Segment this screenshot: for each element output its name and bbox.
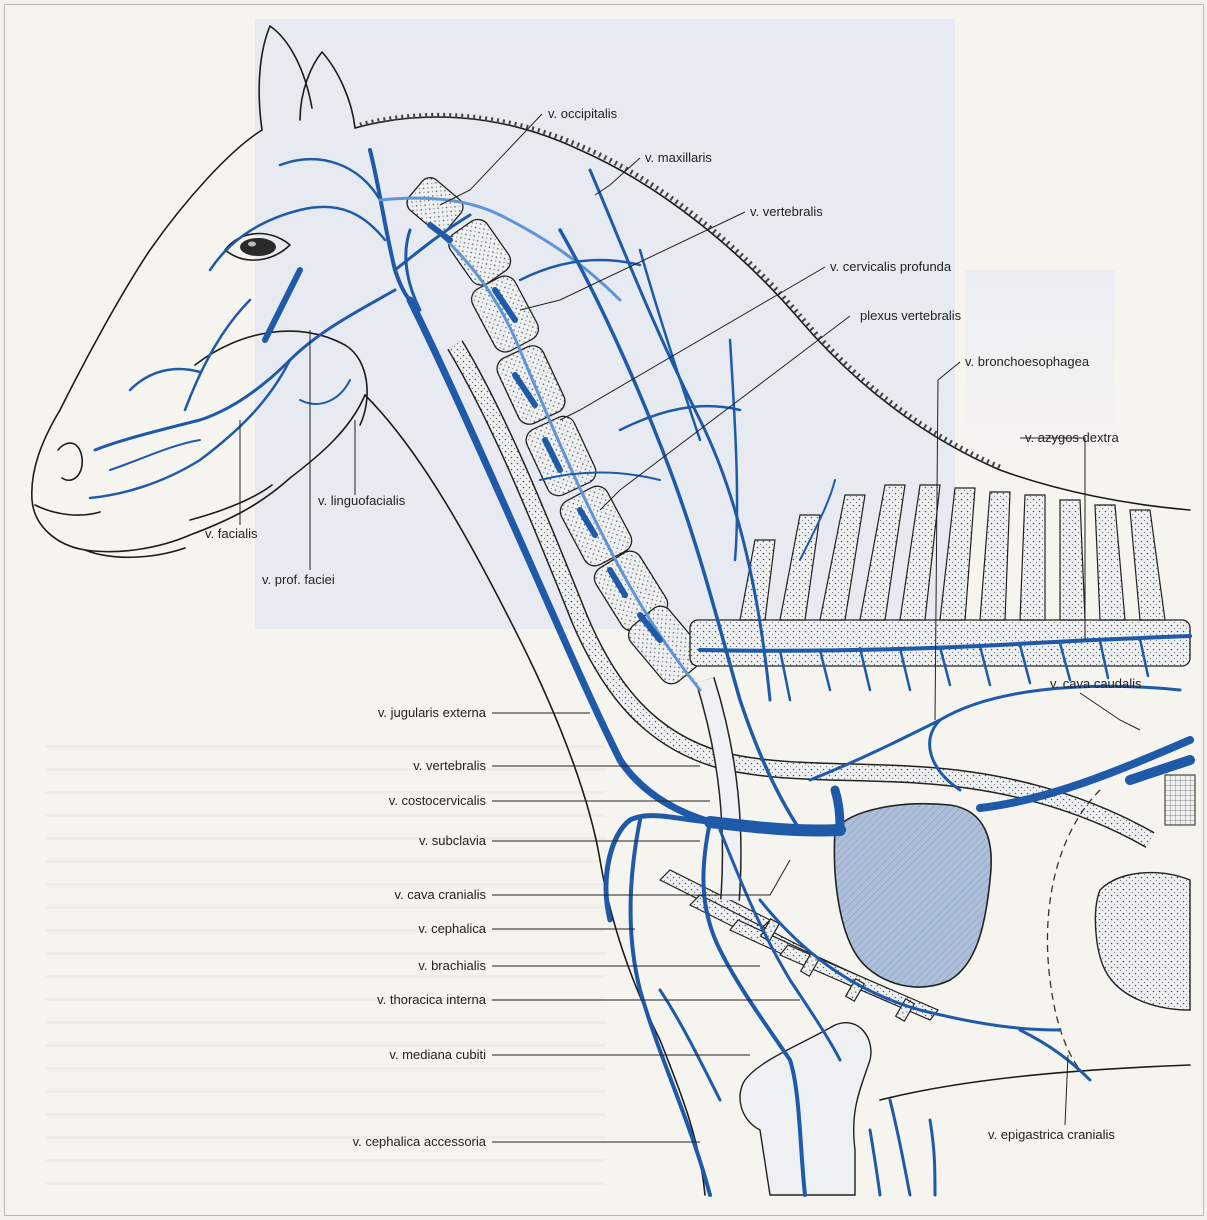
label-linguofacialis: v. linguofacialis <box>318 493 406 508</box>
label-costocervicalis: v. costocervicalis <box>389 793 487 808</box>
label-subclavia: v. subclavia <box>419 833 487 848</box>
diaphragm <box>1047 790 1100 1070</box>
eye <box>225 234 290 261</box>
mane-ridge <box>360 115 1002 468</box>
belly-line <box>880 1065 1190 1100</box>
vein-cava-cranialis <box>710 822 840 831</box>
head-profile <box>32 130 365 552</box>
label-prof-faciei: v. prof. faciei <box>262 572 335 587</box>
grid-structure <box>1165 775 1195 825</box>
heart <box>834 804 991 987</box>
label-vertebralis-top: v. vertebralis <box>750 204 823 219</box>
abdominal-organ <box>1095 873 1190 1010</box>
veins <box>90 150 1190 1195</box>
label-bronchoesophagea: v. bronchoesophagea <box>965 354 1090 369</box>
humerus <box>740 1023 871 1195</box>
horse-outline <box>32 26 1190 1195</box>
label-epigastrica-cranialis: v. epigastrica cranialis <box>988 1127 1115 1142</box>
label-maxillaris: v. maxillaris <box>645 150 712 165</box>
label-vertebralis: v. vertebralis <box>413 758 486 773</box>
label-thoracica-interna: v. thoracica interna <box>377 992 487 1007</box>
label-plexus-vertebralis: plexus vertebralis <box>860 308 962 323</box>
ear-left <box>259 26 312 130</box>
mouth <box>35 505 100 515</box>
label-azygos-dextra: v. azygos dextra <box>1025 430 1119 445</box>
label-occipitalis: v. occipitalis <box>548 106 618 121</box>
label-jugularis-externa: v. jugularis externa <box>378 705 487 720</box>
label-mediana-cubiti: v. mediana cubiti <box>389 1047 486 1062</box>
vein-facialis <box>95 290 395 450</box>
label-brachialis: v. brachialis <box>418 958 486 973</box>
label-cephalica-accessoria: v. cephalica accessoria <box>353 1134 487 1149</box>
nostril <box>58 443 82 480</box>
label-cava-cranialis: v. cava cranialis <box>394 887 486 902</box>
label-cava-caudalis: v. cava caudalis <box>1050 676 1142 691</box>
label-facialis: v. facialis <box>205 526 258 541</box>
label-cervicalis-profunda: v. cervicalis profunda <box>830 259 952 274</box>
label-cephalica: v. cephalica <box>418 921 486 936</box>
